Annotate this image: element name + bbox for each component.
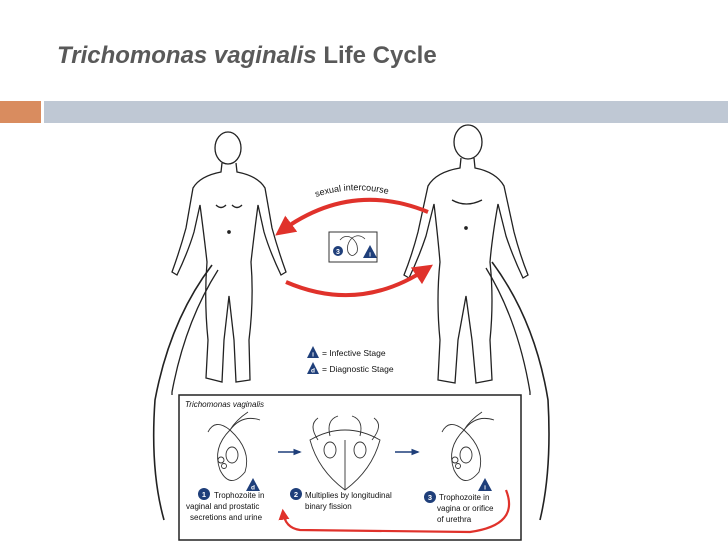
stage-1-diagnostic-icon xyxy=(246,478,260,491)
stage-3-caption-line2: vagina or orifice xyxy=(437,504,494,513)
header-divider-bar xyxy=(44,101,728,123)
stage-1-caption-line3: secretions and urine xyxy=(190,513,263,522)
outer-arc-right xyxy=(491,261,550,521)
outer-arc-left xyxy=(152,264,213,521)
trophozoite-stage-3 xyxy=(441,411,495,481)
stage-3-caption-line1: Trophozoite in xyxy=(439,493,489,502)
center-badge-letter: i xyxy=(369,252,371,259)
transmission-arrow-bottom xyxy=(285,264,433,298)
binary-fission-stage-2 xyxy=(309,415,381,491)
header-accent-block xyxy=(0,101,41,123)
stage-1-caption-line2: vaginal and prostatic xyxy=(186,502,259,511)
stage-2-caption-line2: binary fission xyxy=(305,502,352,511)
slide-title: Trichomonas vaginalis Life Cycle xyxy=(57,42,437,70)
female-figure xyxy=(171,131,287,383)
stage-3-number-icon xyxy=(424,491,436,503)
stage-number-badge xyxy=(333,246,343,256)
stage-1-number: 1 xyxy=(202,490,206,499)
center-badge-number: 3 xyxy=(336,249,340,256)
stage-1-badge: d xyxy=(251,485,255,492)
stage-2-number: 2 xyxy=(294,490,298,499)
return-arrow xyxy=(278,489,511,534)
stage-2-number-icon xyxy=(290,488,302,500)
stage-1-number-icon xyxy=(198,488,210,500)
legend-diagnostic-badge: d xyxy=(311,368,315,375)
stage-3-caption-line3: of urethra xyxy=(437,515,472,524)
stage-3-badge: i xyxy=(484,485,486,492)
outer-arc-right-inner xyxy=(485,267,531,395)
stage-1-caption-line1: Trophozoite in xyxy=(214,491,264,500)
stage-2-caption-line1: Multiplies by longitudinal xyxy=(305,491,392,500)
transmission-label: sexual intercourse xyxy=(314,182,390,199)
inset-box: Trichomonas vaginalis d i xyxy=(178,394,522,541)
outer-arc-left-inner xyxy=(171,269,219,395)
trophozoite-stage-1 xyxy=(207,411,261,481)
center-stage-box: 3 i xyxy=(328,231,378,263)
legend-infective-badge: i xyxy=(312,352,314,359)
inset-title: Trichomonas vaginalis xyxy=(185,400,264,409)
male-figure xyxy=(403,124,529,384)
legend-infective-text: = Infective Stage xyxy=(322,348,386,358)
legend-diagnostic-text: = Diagnostic Stage xyxy=(322,364,394,374)
legend-infective-icon xyxy=(307,346,319,358)
stage-3-infective-icon xyxy=(478,478,492,491)
stage-3-number: 3 xyxy=(428,493,432,502)
legend: i = Infective Stage d = Diagnostic Stage xyxy=(307,346,394,375)
title-organism: Trichomonas vaginalis xyxy=(57,42,317,69)
title-suffix: Life Cycle xyxy=(323,42,437,69)
transmission-arrow-top xyxy=(275,197,429,236)
infective-stage-badge xyxy=(363,245,377,258)
legend-diagnostic-icon xyxy=(307,362,319,374)
